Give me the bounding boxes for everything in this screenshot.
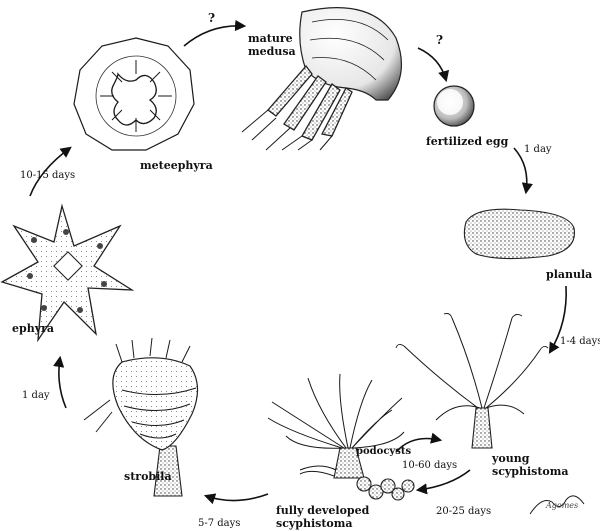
arrow-egg-to-planula <box>513 147 533 195</box>
duration-strobila-to-ephyra: 1 day <box>22 390 50 401</box>
arrow-medusa-to-egg <box>417 47 450 83</box>
label-fertilized-egg: fertilized egg <box>426 135 509 148</box>
duration-podocysts-to-young: 10-60 days <box>402 460 457 471</box>
arrow-ephyra-to-meteephyra <box>29 146 72 197</box>
fully-developed-scyphistoma-illustration <box>267 373 415 501</box>
stage-labels: mature medusa fertilized egg planula you… <box>12 32 592 530</box>
duration-young-to-fully: 20-25 days <box>436 506 491 517</box>
planula-illustration <box>463 208 576 260</box>
label-young-scyphistoma: young scyphistoma <box>491 452 569 478</box>
label-planula: planula <box>546 268 592 281</box>
arrow-podocysts-to-young <box>395 432 443 453</box>
svg-text:Agomes: Agomes <box>545 501 578 510</box>
duration-meteephyra-to-medusa: ? <box>208 11 215 25</box>
duration-labels: ? ? 1 day 1-4 days 10-60 days 20-25 days… <box>20 11 600 529</box>
label-mature-medusa: mature medusa <box>248 32 296 58</box>
duration-ephyra-to-meteephyra: 10-15 days <box>20 170 75 181</box>
duration-fully-to-strobila: 5-7 days <box>198 518 240 529</box>
label-fully-developed-scyphistoma: fully developed scyphistoma <box>276 504 373 530</box>
label-strobila: strobila <box>124 470 172 483</box>
arrow-strobila-to-ephyra <box>53 355 67 409</box>
label-ephyra: ephyra <box>12 322 54 335</box>
arrow-young-to-fully <box>415 469 471 495</box>
fertilized-egg-illustration <box>433 85 475 127</box>
meteephyra-illustration <box>73 37 195 151</box>
arrow-meteephyra-to-medusa <box>183 19 247 47</box>
podocysts-illustration <box>356 476 415 501</box>
duration-medusa-to-egg: ? <box>436 33 443 47</box>
ephyra-illustration <box>0 203 135 343</box>
strobila-illustration <box>83 337 199 497</box>
arrow-planula-to-young <box>548 285 567 354</box>
mature-medusa-illustration <box>241 6 402 151</box>
artist-signature: Agomes <box>529 495 585 515</box>
young-scyphistoma-illustration <box>395 313 549 449</box>
life-cycle-arrows <box>29 19 567 505</box>
label-podocysts: podocysts <box>356 446 411 457</box>
arrow-fully-to-strobila <box>203 493 269 505</box>
duration-planula-to-young: 1-4 days <box>560 336 600 347</box>
label-meteephyra: meteephyra <box>140 159 213 172</box>
duration-egg-to-planula: 1 day <box>524 144 552 155</box>
